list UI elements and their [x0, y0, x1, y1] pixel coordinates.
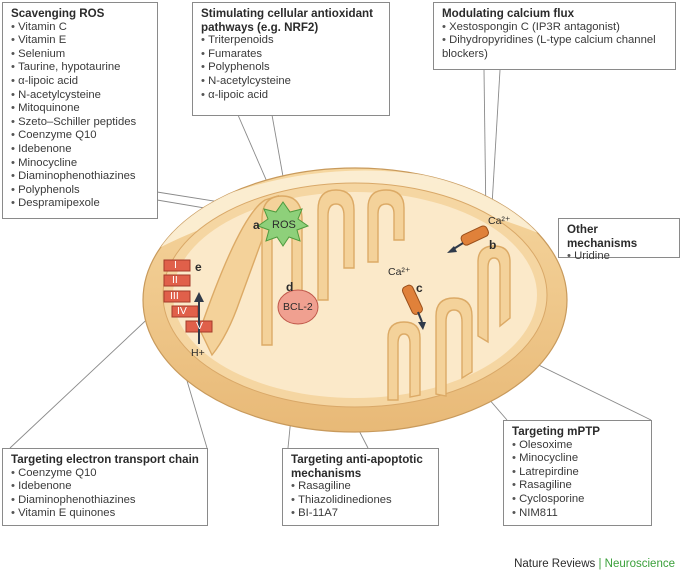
list-item: N-acetylcysteine	[201, 75, 381, 89]
list-item: Selenium	[11, 48, 149, 62]
journal-credit: Nature Reviews | Neuroscience	[514, 558, 675, 570]
box-title: Targeting electron transport chain	[11, 453, 199, 466]
list-item: BI-11A7	[291, 507, 430, 521]
box-mptp: Targeting mPTP Olesoxime Minocycline Lat…	[503, 420, 652, 526]
mitochondrion	[142, 167, 568, 433]
list-item: Xestospongin C (IP3R antagonist)	[442, 21, 667, 35]
list-item: Despramipexole	[11, 197, 149, 211]
box-title: Modulating calcium flux	[442, 7, 575, 20]
label-a: a	[253, 218, 260, 232]
complex-i-label: I	[174, 259, 177, 271]
box-other-mechanisms: Other mechanisms Uridine	[558, 218, 680, 262]
drug-list: Vitamin C Vitamin E Selenium Taurine, hy…	[11, 21, 149, 211]
list-item: Rasagiline	[512, 479, 643, 493]
label-e: e	[195, 260, 202, 274]
ros-burst-icon	[256, 201, 310, 247]
list-item: NIM811	[512, 507, 643, 521]
list-item: Mitoquinone	[11, 102, 149, 116]
publisher-name: Nature Reviews	[514, 558, 596, 570]
list-item: Olesoxime	[512, 439, 643, 453]
list-item: Vitamin E quinones	[11, 507, 199, 521]
list-item: Taurine, hypotaurine	[11, 61, 149, 75]
box-title: Stimulating cellular antioxidant pathway…	[201, 7, 373, 34]
list-item: Coenzyme Q10	[11, 467, 199, 481]
calcium-channel-c-icon	[401, 284, 426, 330]
list-item: Rasagiline	[291, 480, 430, 494]
list-item: Idebenone	[11, 480, 199, 494]
drug-list: Xestospongin C (IP3R antagonist) Dihydro…	[442, 21, 667, 62]
list-item: Coenzyme Q10	[11, 129, 149, 143]
list-item: Polyphenols	[201, 61, 381, 75]
journal-name: Neuroscience	[604, 558, 675, 570]
complex-v-label: V	[196, 320, 204, 332]
list-item: Diaminophenothiazines	[11, 170, 149, 184]
box-title: Targeting anti-apoptotic mechanisms	[291, 453, 423, 480]
list-item: Idebenone	[11, 143, 149, 157]
calcium-channel-b-icon	[447, 225, 489, 253]
list-item: Vitamin C	[11, 21, 149, 35]
list-item: Minocycline	[11, 157, 149, 171]
label-b: b	[489, 238, 497, 252]
bcl2-protein-icon	[277, 289, 319, 325]
drug-list: Triterpenoids Fumarates Polyphenols N-ac…	[201, 34, 381, 102]
bcl2-label: BCL-2	[283, 301, 313, 313]
box-title: Targeting mPTP	[512, 425, 601, 438]
box-anti-apoptotic: Targeting anti-apoptotic mechanisms Rasa…	[282, 448, 439, 526]
list-item: α-lipoic acid	[11, 75, 149, 89]
list-item: Diaminophenothiazines	[11, 494, 199, 508]
box-scavenging-ros: Scavenging ROS Vitamin C Vitamin E Selen…	[2, 2, 158, 219]
list-item: N-acetylcysteine	[11, 89, 149, 103]
calcium-label-b: Ca²⁺	[488, 215, 511, 227]
list-item: Uridine	[567, 250, 671, 264]
calcium-label-c: Ca²⁺	[388, 266, 411, 278]
proton-arrowhead-icon	[194, 292, 204, 302]
complex-iv-label: IV	[177, 305, 187, 317]
list-item: Thiazolidinediones	[291, 494, 430, 508]
list-item: Szeto–Schiller peptides	[11, 116, 149, 130]
list-item: Triterpenoids	[201, 34, 381, 48]
drug-list: Coenzyme Q10 Idebenone Diaminophenothiaz…	[11, 467, 199, 521]
box-calcium-flux: Modulating calcium flux Xestospongin C (…	[433, 2, 676, 70]
list-item: Vitamin E	[11, 34, 149, 48]
list-item: Latrepirdine	[512, 466, 643, 480]
credit-separator: |	[598, 558, 602, 570]
ros-label: ROS	[272, 219, 296, 231]
list-item: Dihydropyridines (L-type calcium channel…	[442, 34, 667, 61]
complex-ii-label: II	[172, 274, 178, 286]
drug-list: Olesoxime Minocycline Latrepirdine Rasag…	[512, 439, 643, 521]
box-title: Other mechanisms	[567, 223, 638, 250]
list-item: Minocycline	[512, 452, 643, 466]
drug-list: Rasagiline Thiazolidinediones BI-11A7	[291, 480, 430, 521]
drug-list: Uridine	[567, 250, 671, 264]
box-electron-transport: Targeting electron transport chain Coenz…	[2, 448, 208, 526]
proton-label: H+	[191, 347, 205, 359]
complex-iii-label: III	[170, 290, 179, 302]
list-item: Fumarates	[201, 48, 381, 62]
label-c: c	[416, 281, 423, 295]
box-antioxidant-pathways: Stimulating cellular antioxidant pathway…	[192, 2, 390, 116]
list-item: α-lipoic acid	[201, 89, 381, 103]
label-d: d	[286, 280, 294, 294]
list-item: Polyphenols	[11, 184, 149, 198]
list-item: Cyclosporine	[512, 493, 643, 507]
box-title: Scavenging ROS	[11, 7, 105, 20]
